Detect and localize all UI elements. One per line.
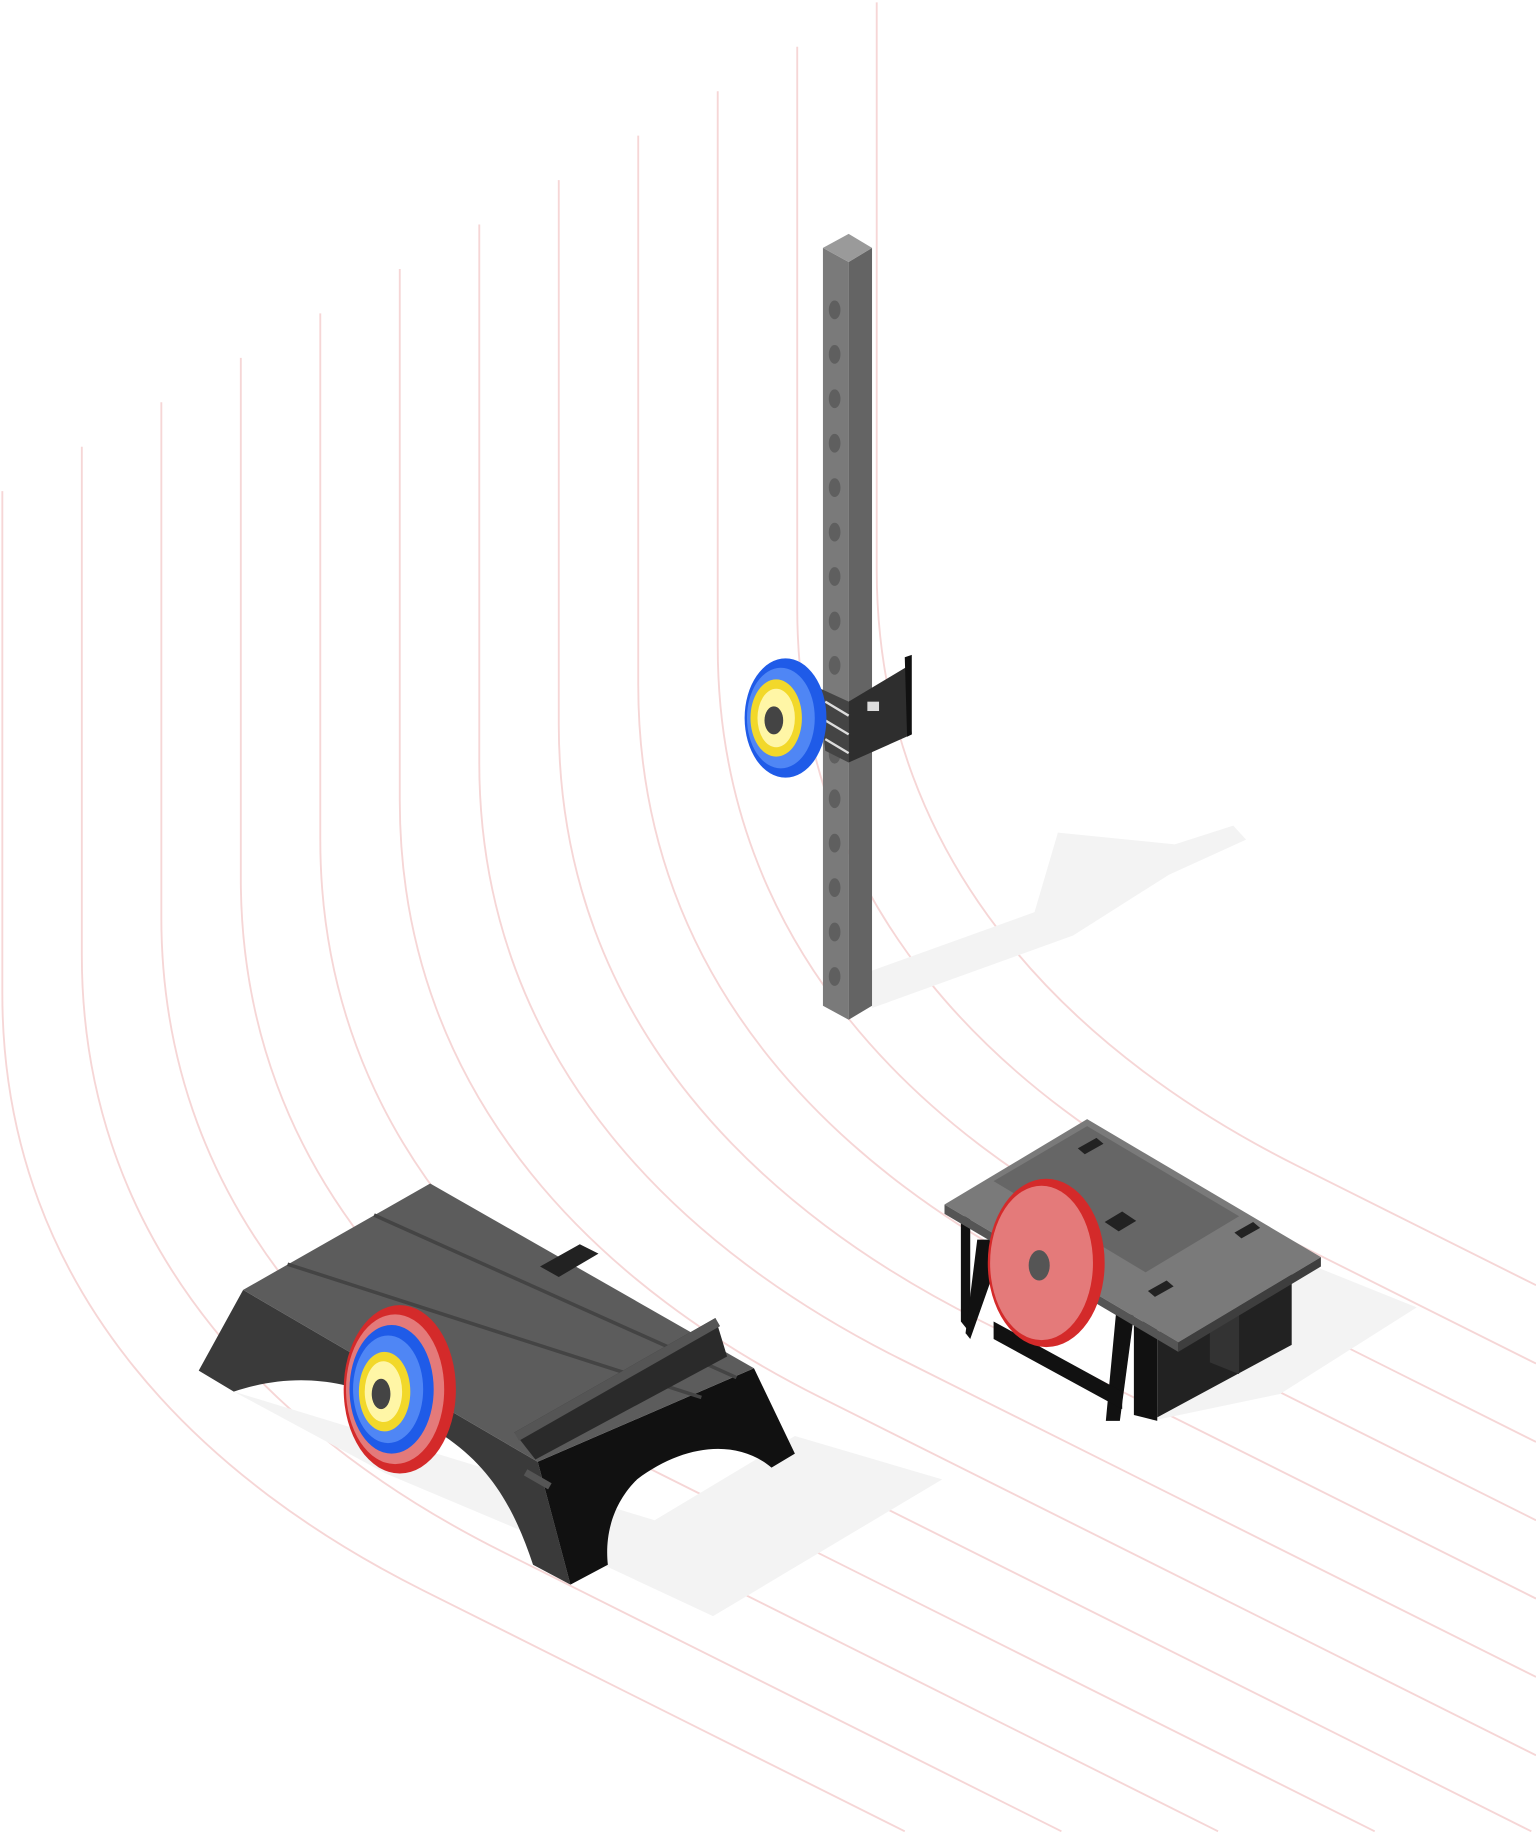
track-line	[875, 2, 1536, 1287]
red-target-on-table	[987, 1178, 1105, 1348]
post-hole	[828, 656, 841, 675]
blue-target-on-post	[744, 658, 827, 778]
vertical-post	[822, 233, 873, 1020]
post-hole	[828, 433, 841, 453]
post-hole	[828, 967, 841, 986]
post-hole	[828, 789, 841, 809]
post-hole	[828, 567, 841, 586]
post-hole	[828, 389, 841, 409]
bench-stand	[198, 1183, 795, 1585]
post-bracket	[818, 654, 912, 763]
post-hole	[828, 922, 841, 942]
red-blue-target-on-bench	[343, 1305, 456, 1474]
post-shadow	[872, 825, 1247, 1009]
post-hole	[828, 878, 841, 897]
post-hole	[828, 611, 841, 631]
post-hole	[828, 522, 841, 542]
track-line	[80, 446, 1062, 1833]
post-hole	[828, 478, 841, 498]
post-hole	[828, 833, 841, 853]
track-line	[398, 268, 1536, 1757]
track-line	[478, 224, 1536, 1678]
post-hole	[828, 344, 841, 364]
track-line	[557, 180, 1536, 1600]
post-hole	[828, 300, 841, 320]
track-line	[319, 313, 1532, 1833]
track-line	[1, 491, 906, 1833]
track-line	[239, 357, 1376, 1833]
